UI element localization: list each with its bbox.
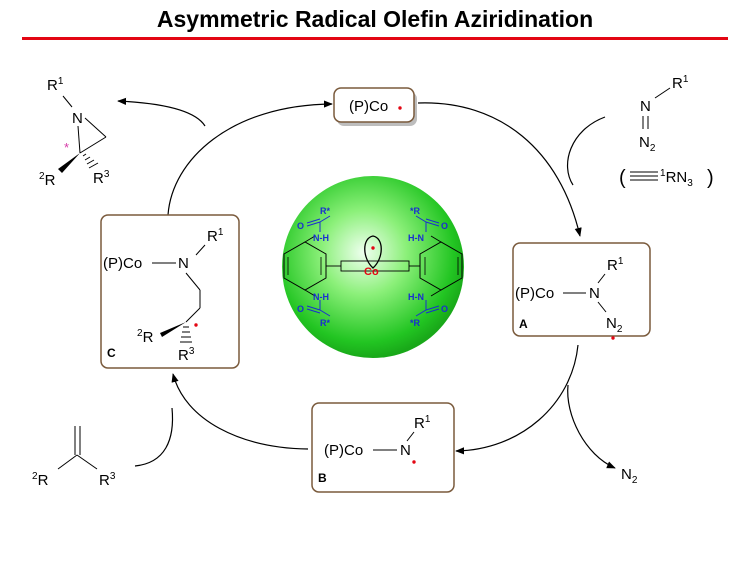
a-radical-dot [611, 336, 615, 340]
olefin-r3: R3 [99, 471, 116, 489]
oxygen-top-left: O [297, 221, 304, 231]
hn-top-right: H-N [408, 233, 424, 243]
product-hash-bond [82, 153, 99, 169]
chiral-r-top-right: *R [410, 206, 421, 216]
product-nitrogen: N [72, 110, 83, 127]
nh-bottom-left: N-H [313, 292, 329, 302]
arrow-azide-in [566, 116, 606, 186]
olefin-substrate: 2R R3 [32, 426, 116, 489]
c-hash-bond [180, 326, 192, 343]
page-title: Asymmetric Radical Olefin Aziridination [156, 6, 594, 32]
b-metal: (P)Co [324, 442, 363, 459]
azide-n-alpha: N [640, 98, 651, 115]
a-nitrogen: N [589, 285, 600, 302]
c-nitrogen: N [178, 255, 189, 272]
arrow-olefin-in [134, 407, 174, 467]
product-stereo-star: * [64, 140, 69, 155]
b-radical-dot [412, 460, 416, 464]
product-r1: R1 [47, 76, 64, 94]
product-r3: R3 [93, 169, 110, 187]
aziridine-product: R1 N * 2R R3 [39, 76, 110, 189]
nh-top-left: N-H [313, 233, 329, 243]
hn-bottom-right: H-N [408, 292, 424, 302]
c-label: C [107, 346, 116, 360]
oxygen-top-right: O [441, 221, 448, 231]
c-wedge-bond [160, 322, 186, 337]
azide-n2: N2 [639, 134, 656, 154]
organic-azide: R1 N N2 ( 1RN3 ) [619, 74, 714, 189]
arrow-a-to-b [455, 344, 579, 455]
c-radical-dot [194, 323, 198, 327]
intermediate-b-box: R1 (P)Co N B [311, 402, 455, 493]
catalyst-sphere [282, 176, 464, 358]
a-metal: (P)Co [515, 285, 554, 302]
c-metal: (P)Co [103, 255, 142, 272]
cobalt-label: Co [364, 266, 379, 278]
azide-equivalent-close: ) [707, 167, 714, 189]
b-label: B [318, 471, 327, 485]
c-r3: R3 [178, 346, 195, 364]
c-r1: R1 [207, 227, 224, 245]
azide-r1: R1 [672, 74, 689, 92]
azide-formula: 1RN3 [660, 168, 693, 189]
arrow-product-out [117, 97, 206, 127]
azide-equivalent: ( [619, 167, 626, 189]
cobalt-orbital [364, 235, 382, 269]
catalyst-box: (P)Co [333, 87, 417, 126]
olefin-r2: 2R [32, 471, 49, 489]
chiral-r-bottom-right: *R [410, 318, 421, 328]
product-wedge-bond [58, 153, 80, 173]
c-r2: 2R [137, 328, 154, 346]
b-r1: R1 [414, 414, 431, 432]
product-r2: 2R [39, 171, 56, 189]
oxygen-bottom-right: O [441, 304, 448, 314]
arrow-n2-out [567, 384, 616, 469]
oxygen-bottom-left: O [297, 304, 304, 314]
dinitrogen-byproduct: N2 [621, 466, 638, 486]
b-nitrogen: N [400, 442, 411, 459]
chiral-r-top-left: R* [320, 206, 330, 216]
arrow-b-to-c [171, 373, 309, 450]
a-n2: N2 [606, 315, 623, 335]
cobalt-radical-dot [371, 246, 375, 250]
a-r1: R1 [607, 256, 624, 274]
radical-dot [398, 106, 402, 110]
a-label: A [519, 317, 528, 331]
intermediate-a-box: R1 (P)Co N N2 A [512, 242, 651, 340]
arrow-c-to-catalyst [167, 100, 333, 216]
catalyst-label: (P)Co [349, 98, 388, 115]
title-rule [22, 37, 728, 40]
intermediate-c-box: R1 (P)Co N 2R R3 C [100, 214, 240, 369]
chiral-r-bottom-left: R* [320, 318, 330, 328]
cycle-arrows [117, 97, 616, 469]
porphyrin-catalyst: Co N-H N-H H-N H-N [282, 176, 464, 358]
arrow-catalyst-to-a [417, 102, 582, 237]
